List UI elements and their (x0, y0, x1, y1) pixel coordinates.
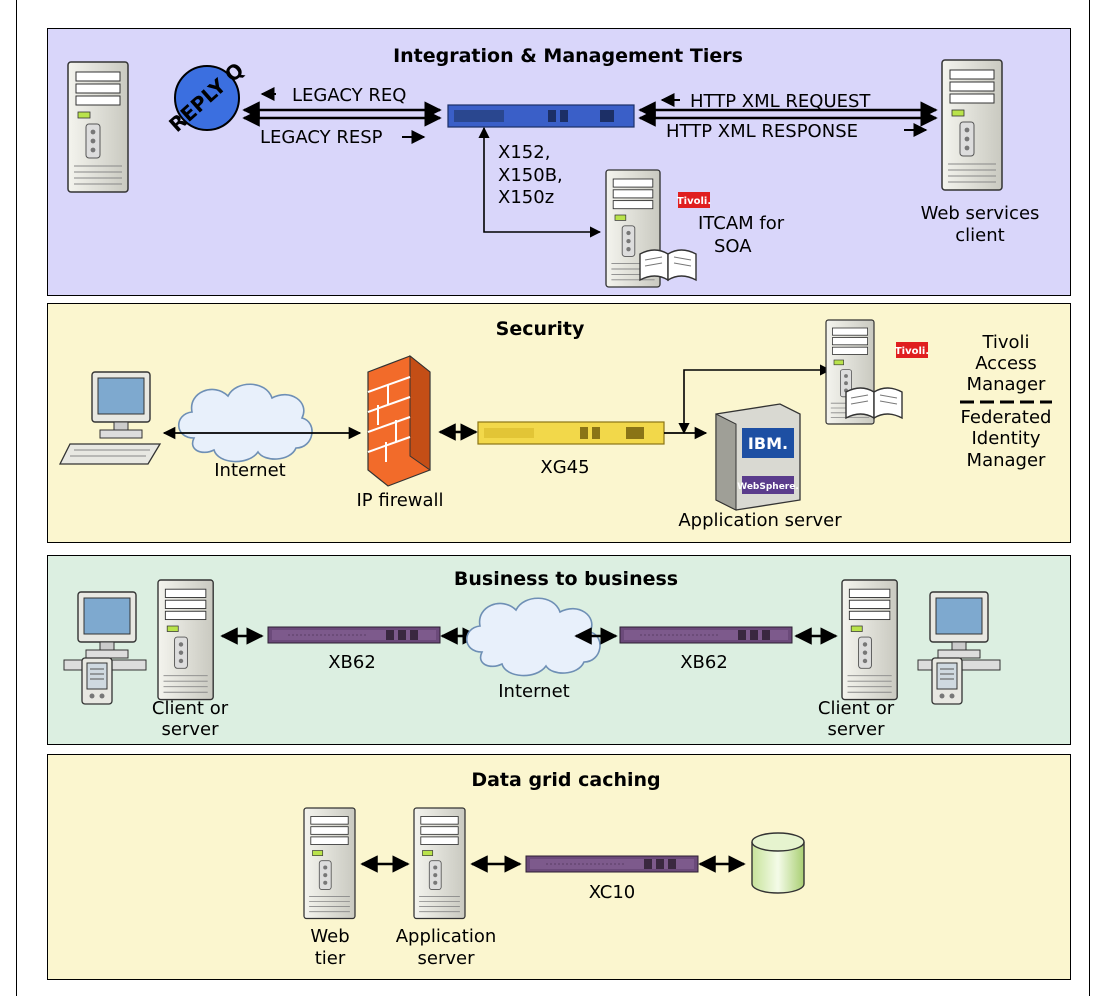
tivoli-connector (678, 364, 832, 435)
left-client-label-2: server (162, 719, 220, 740)
security-internet-label: Internet (214, 460, 285, 481)
desktop-computer-icon (58, 371, 162, 465)
book-icon (639, 249, 697, 281)
http-connector (638, 93, 938, 137)
integration-title: Integration & Management Tiers (393, 45, 743, 67)
right-xb62-appliance (619, 626, 793, 644)
web-tier-server-icon (303, 807, 356, 920)
xc10-appliance (525, 855, 699, 873)
web-services-client-label-2: client (955, 225, 1004, 246)
left-xb62-appliance (267, 626, 441, 644)
legacy-server-icon (67, 61, 129, 193)
fim-label-3: Manager (967, 450, 1046, 471)
xg45-label: XG45 (540, 457, 589, 478)
grid-app-server-label-1: Application (396, 926, 497, 947)
right-xb62-label: XB62 (680, 652, 728, 673)
right-client-label-2: server (828, 719, 886, 740)
svg-text:Tivoli.: Tivoli. (895, 346, 929, 357)
right-b2b-server-icon (841, 579, 898, 701)
grid-app-server-icon (413, 807, 466, 920)
itcam-label-2: SOA (714, 236, 752, 257)
grid-app-server-label-2: server (418, 948, 476, 969)
itcam-label-1: ITCAM for (698, 213, 785, 234)
svg-text:WebSphere.: WebSphere. (737, 482, 799, 492)
tam-label-1: Tivoli (981, 332, 1029, 353)
itcam-connector (478, 126, 602, 238)
web-services-client-icon (941, 59, 1003, 191)
legacy-resp-label: LEGACY RESP (260, 127, 383, 148)
application-server-label: Application server (678, 510, 842, 531)
web-tier-label-1: Web (310, 926, 349, 947)
http-response-label: HTTP XML RESPONSE (666, 121, 858, 142)
b2b-title: Business to business (454, 568, 678, 590)
fim-label-1: Federated (961, 407, 1052, 428)
legacy-connector (242, 87, 442, 144)
x152-label-3: X150z (498, 187, 554, 208)
xg45-appliance (477, 421, 665, 445)
internet-cloud-icon (177, 383, 313, 463)
svg-text:IBM.: IBM. (748, 434, 788, 453)
tam-label-2: Access (975, 353, 1037, 374)
security-title: Security (496, 318, 585, 340)
x152-label-1: X152, (498, 142, 550, 163)
left-xb62-label: XB62 (328, 652, 376, 673)
x152-label-2: X150B, (498, 165, 563, 186)
right-terminal-icon (917, 591, 1001, 705)
web-services-client-label-1: Web services (921, 203, 1040, 224)
database-icon (751, 832, 805, 894)
http-request-label: HTTP XML REQUEST (690, 91, 871, 112)
data-grid-title: Data grid caching (471, 769, 660, 791)
fim-label-2: Identity (972, 428, 1041, 449)
firewall-label: IP firewall (356, 490, 443, 511)
tivoli-book-icon (845, 387, 903, 419)
right-client-label-1: Client or (818, 698, 895, 719)
application-server-icon: IBM. WebSphere. (715, 403, 801, 511)
left-b2b-server-icon (157, 579, 214, 701)
page-frame (16, 0, 1090, 996)
tivoli-logo-2: Tivoli. (895, 342, 929, 358)
xc10-label: XC10 (589, 882, 636, 903)
legacy-req-label: LEGACY REQ (292, 85, 406, 106)
b2b-internet-label: Internet (498, 681, 569, 702)
tivoli-logo-1: Tivoli. (677, 192, 711, 208)
left-terminal-icon (63, 591, 147, 705)
tam-label-3: Manager (967, 374, 1046, 395)
svg-text:Tivoli.: Tivoli. (677, 196, 711, 207)
x152-appliance (447, 104, 635, 128)
left-client-label-1: Client or (152, 698, 229, 719)
firewall-icon (367, 354, 431, 487)
reply-q-badge: REPLY Q (164, 58, 248, 137)
web-tier-label-2: tier (315, 948, 346, 969)
